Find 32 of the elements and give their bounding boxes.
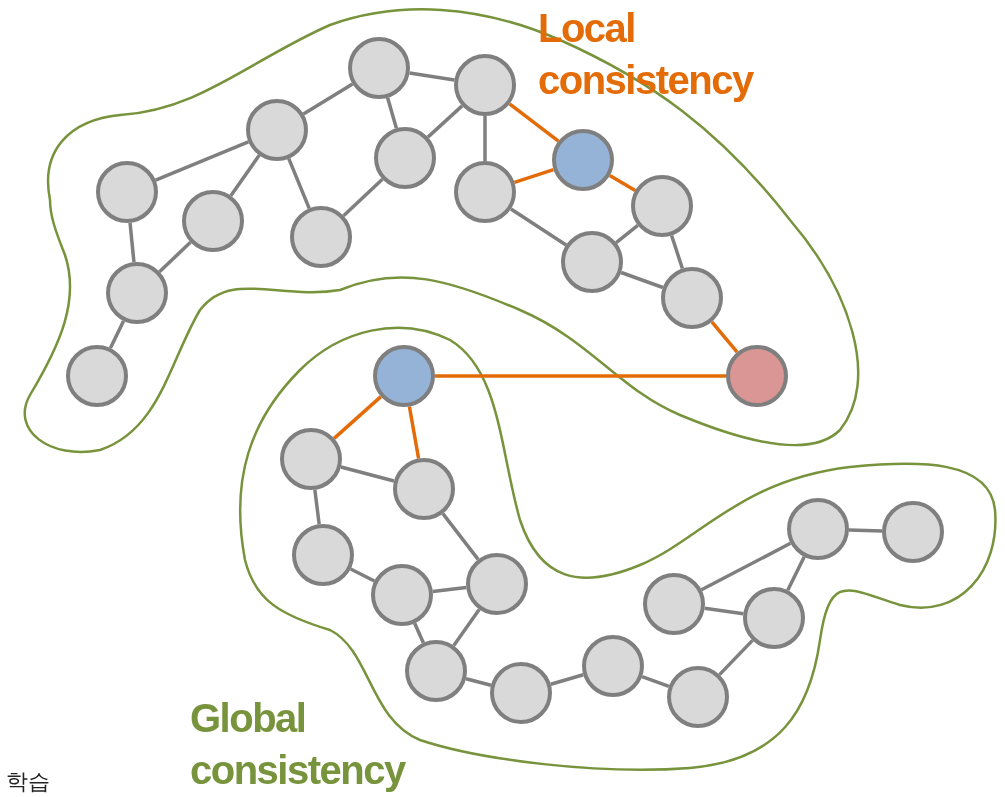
graph-node xyxy=(106,262,168,324)
graph-node xyxy=(290,206,352,268)
connector-line xyxy=(508,102,560,143)
connector-line xyxy=(432,585,467,594)
connector-line xyxy=(848,528,883,533)
connector-line xyxy=(158,241,192,273)
connector-line xyxy=(332,395,383,440)
connector-line xyxy=(435,374,726,378)
connector-line xyxy=(710,320,739,354)
connector-line xyxy=(229,154,261,197)
connector-line xyxy=(128,222,136,263)
connector-line xyxy=(426,104,464,139)
caption-text: 학습 xyxy=(6,768,50,796)
connector-line xyxy=(302,82,354,116)
connector-line xyxy=(452,608,481,647)
connector-line xyxy=(483,116,487,161)
connector-line xyxy=(407,406,421,459)
graph-node xyxy=(743,587,805,649)
region-title: Global consistency xyxy=(190,695,407,794)
connector-line xyxy=(385,97,399,129)
graph-node xyxy=(246,99,308,161)
connector-line xyxy=(615,224,639,244)
graph-node xyxy=(182,190,244,252)
connector-line xyxy=(313,489,321,525)
connector-line xyxy=(510,207,567,247)
connector-line xyxy=(409,71,455,82)
graph-node xyxy=(374,127,436,189)
connector-line xyxy=(441,512,480,561)
connector-line xyxy=(704,606,744,616)
connector-line xyxy=(342,177,384,218)
graph-node xyxy=(454,54,516,116)
connector-line xyxy=(718,639,754,676)
